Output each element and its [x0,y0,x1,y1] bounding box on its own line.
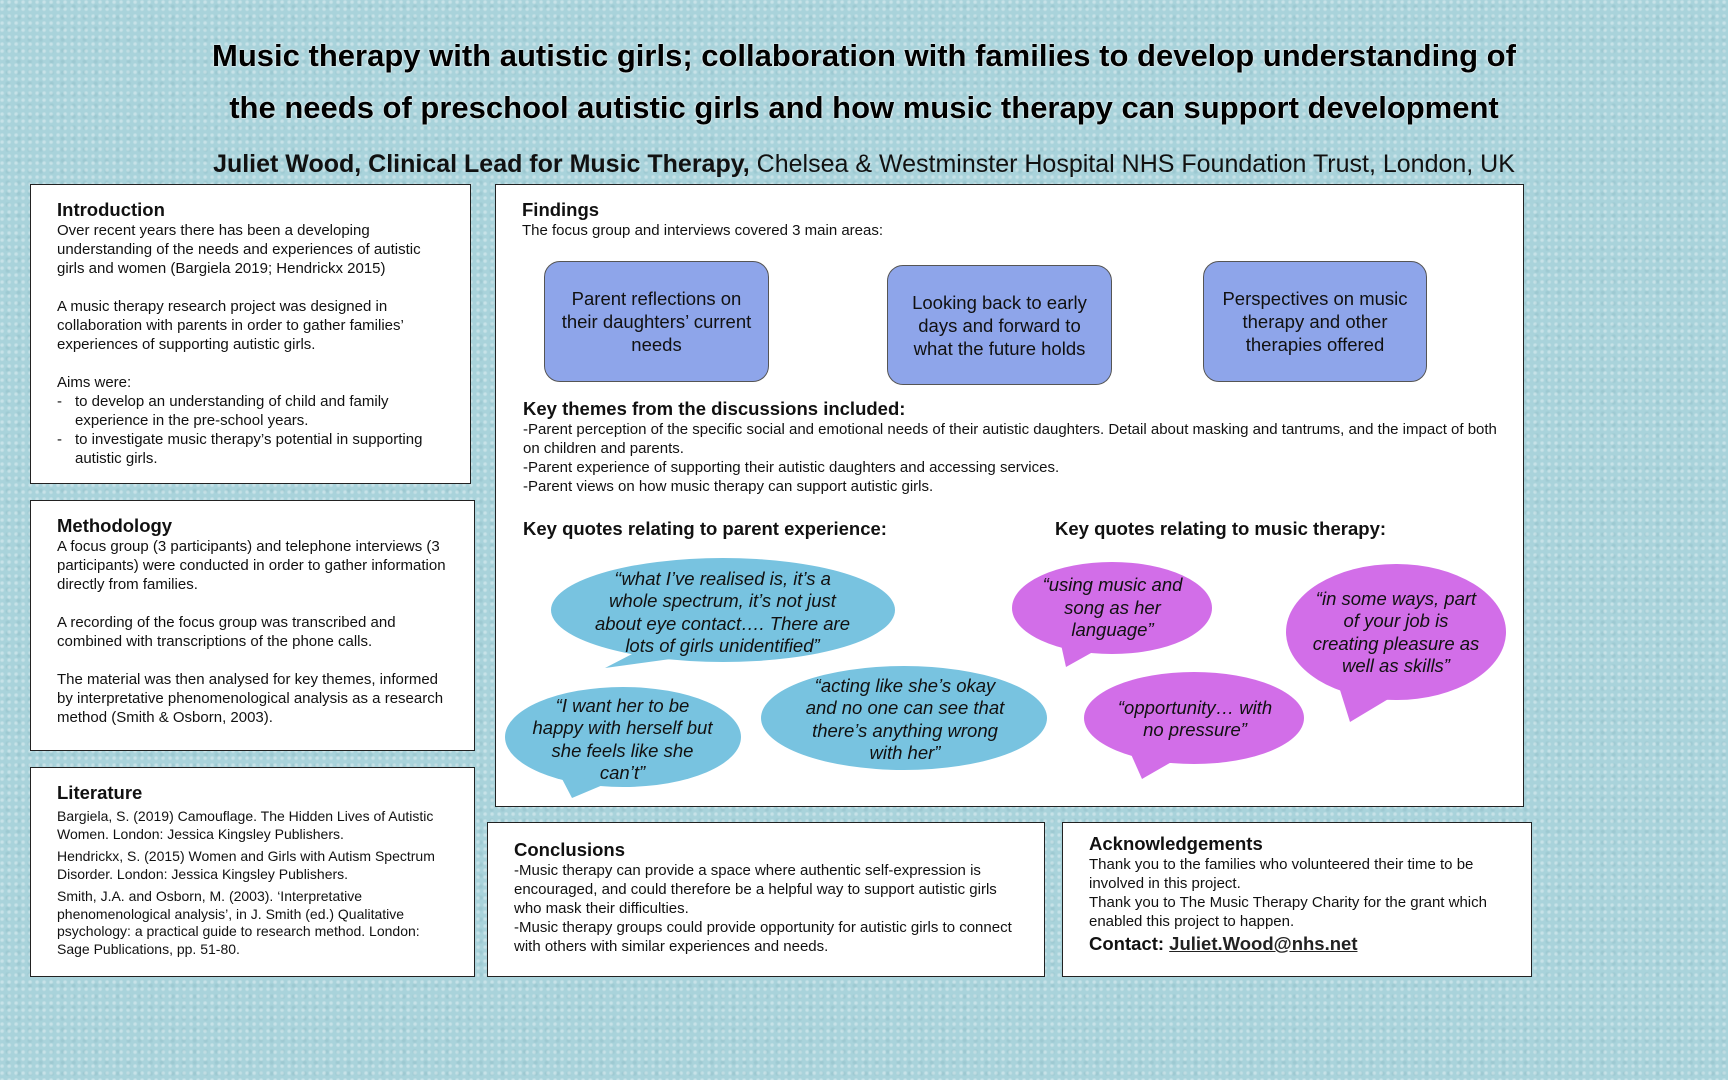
poster-title: Music therapy with autistic girls; colla… [212,38,1516,125]
quote-parent-3: “acting like she’s okay and no one can s… [805,674,1005,764]
bubble-tail [1060,640,1100,667]
aims-list: to develop an understanding of child and… [57,392,444,468]
music-quotes-heading: Key quotes relating to music therapy: [1055,518,1387,539]
conclusions-panel: Conclusions -Music therapy can provide a… [487,822,1045,977]
quote-music-1: “using music and song as her language” [1042,574,1183,641]
bubble-parent-1 [551,558,895,662]
quote-music-3: “in some ways, part of your job is creat… [1312,587,1480,677]
literature-panel: Literature Bargiela, S. (2019) Camouflag… [30,767,475,977]
themes-heading: Key themes from the discussions included… [523,398,906,419]
introduction-panel: Introduction Over recent years there has… [30,184,471,484]
area-box-past-future: Looking back to early days and forward t… [887,265,1112,385]
bubble-parent-2 [505,687,741,787]
bubble-tail [560,775,610,798]
bubble-parent-3 [761,666,1047,770]
methodology-panel: Methodology A focus group (3 participant… [30,500,475,751]
quote-music-2: “opportunity… with no pressure” [1117,696,1273,741]
contact-email-link[interactable]: Juliet.Wood@nhs.net [1169,933,1358,954]
author-line: Juliet Wood, Clinical Lead for Music The… [213,150,1515,178]
parent-quotes-heading: Key quotes relating to parent experience… [523,518,887,539]
contact: Contact: Juliet.Wood@nhs.net [1089,933,1358,954]
area-box-therapies: Perspectives on music therapy and other … [1203,261,1427,382]
area-box-current-needs: Parent reflections on their daughters’ c… [544,261,769,382]
bubble-tail [1340,690,1395,722]
acknowledgements-panel: Acknowledgements Thank you to the famili… [1062,822,1532,977]
bubble-music-1 [1012,562,1212,654]
bubble-music-3 [1286,564,1506,700]
themes-list: -Parent perception of the specific socia… [523,421,1497,495]
quote-parent-2: “I want her to be happy with herself but… [532,694,713,784]
bubble-tail [1130,752,1175,779]
bubble-tail [605,650,700,668]
quote-parent-1: ‘‘what I’ve realised is, it’s a whole sp… [594,567,851,657]
bubble-music-2 [1084,672,1304,764]
